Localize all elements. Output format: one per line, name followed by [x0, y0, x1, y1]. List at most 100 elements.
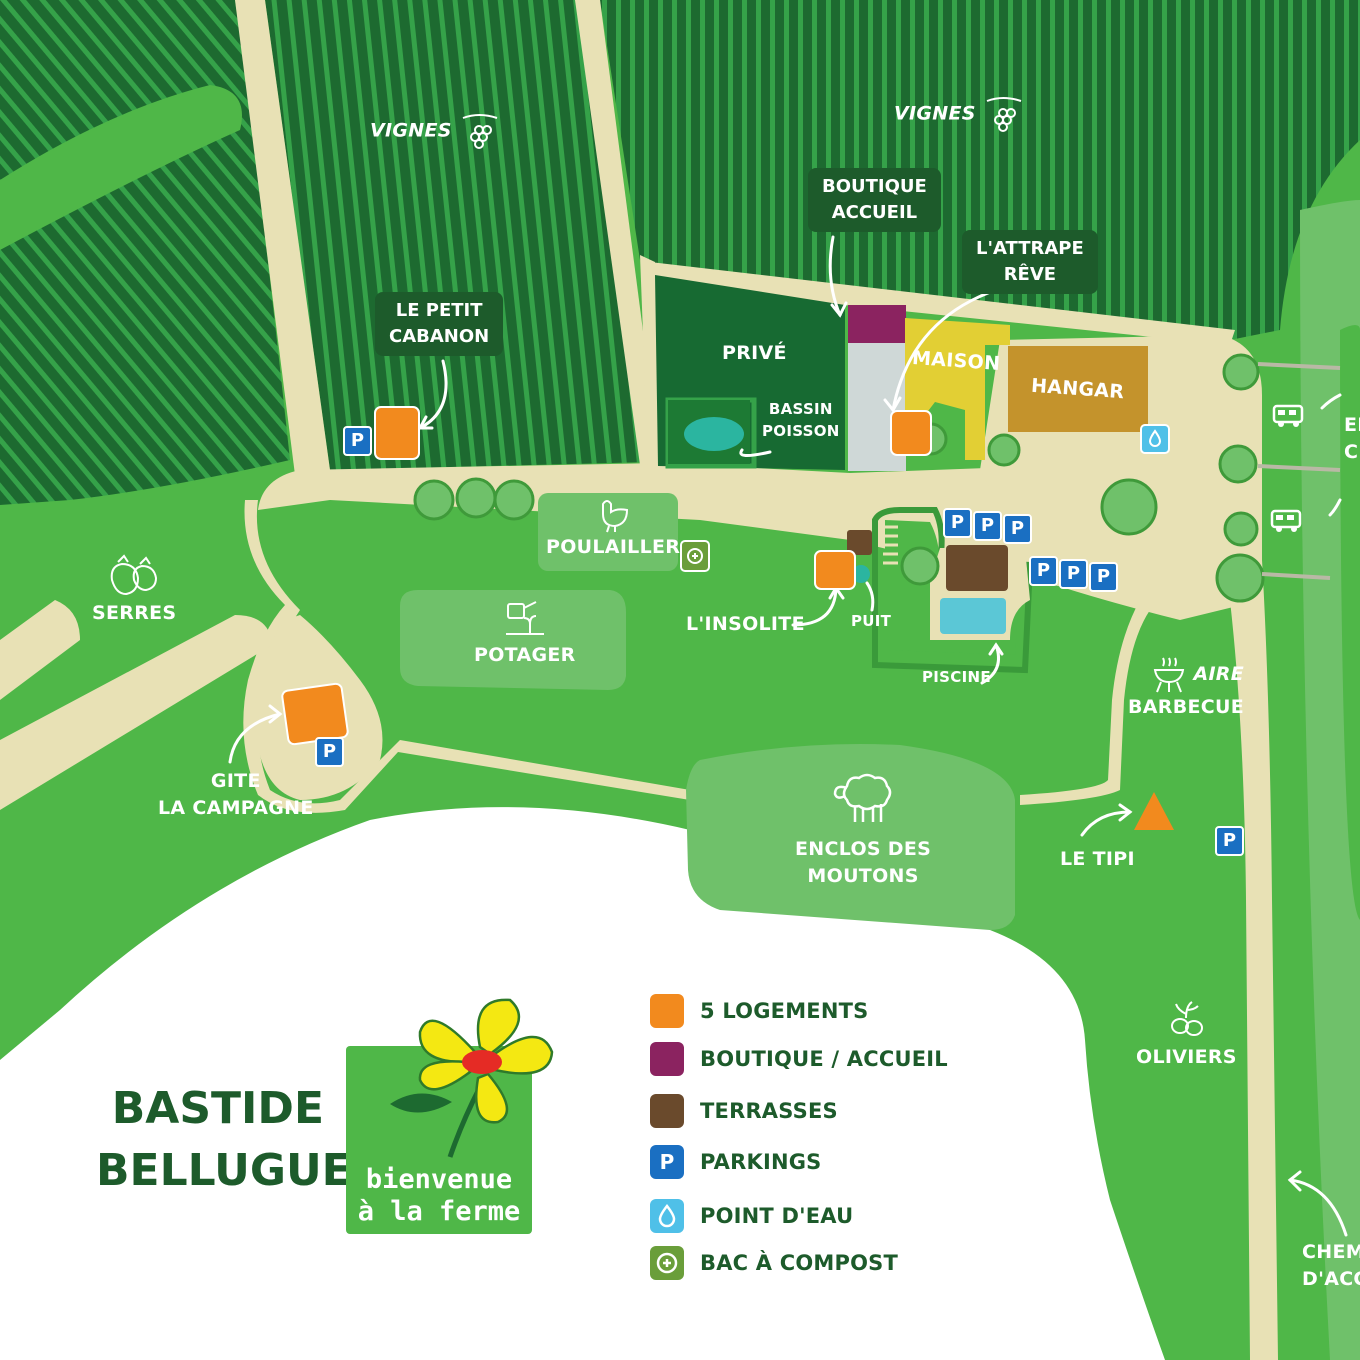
label-prive: PRIVÉ — [722, 342, 787, 364]
logo-line-1: bienvenue — [365, 1164, 513, 1195]
serres-strip-1 — [0, 600, 80, 700]
label-vignes-left: VIGNES — [370, 112, 503, 150]
logement-attrape-reve[interactable] — [890, 410, 932, 456]
label-line: D'ACC — [1302, 1268, 1360, 1290]
legend-item-terrasses: TERRASSES — [650, 1093, 838, 1129]
label-enclos: ENCLOS DES MOUTONS — [795, 766, 931, 890]
legend-item-logements: 5 LOGEMENTS — [650, 993, 868, 1029]
label-line: POTAGER — [474, 644, 576, 666]
legend-swatch — [650, 1094, 684, 1128]
parking-gite[interactable]: P — [315, 737, 344, 767]
barbecue-icon — [1153, 657, 1184, 693]
trees — [413, 353, 1265, 603]
point-eau-hangar[interactable] — [1140, 424, 1170, 454]
tag-line: LE PETIT — [395, 300, 483, 321]
label-bassin-poisson: BASSIN POISSON — [762, 398, 840, 442]
legend-label: BAC À COMPOST — [700, 1251, 898, 1275]
parking-6[interactable]: P — [1089, 562, 1118, 592]
label-line: EN — [1344, 414, 1360, 436]
puit — [852, 565, 870, 583]
hangar-building — [1008, 346, 1148, 432]
label-vignes-right: VIGNES — [894, 95, 1027, 133]
tag-line: ACCUEIL — [831, 202, 918, 223]
label-tipi: LE TIPI — [1060, 848, 1135, 870]
label-line: AIRE — [1128, 654, 1244, 694]
tag-line: BOUTIQUE — [822, 176, 927, 197]
parking-tipi[interactable]: P — [1215, 826, 1244, 856]
parking-2[interactable]: P — [973, 511, 1002, 541]
logo-line-2: à la ferme — [357, 1196, 521, 1227]
label-potager: POTAGER — [474, 596, 576, 669]
compost-icon — [656, 1252, 678, 1274]
parking-4[interactable]: P — [1029, 556, 1058, 586]
piscine-pool — [940, 598, 1006, 634]
serres-strip-2 — [0, 615, 272, 810]
label-gite: GITE LA CAMPAGNE — [158, 768, 314, 822]
bassin — [684, 417, 744, 451]
tag-line: RÊVE — [1003, 264, 1057, 285]
legend-label: POINT D'EAU — [700, 1204, 854, 1228]
grapes-icon — [986, 97, 1021, 132]
label-chemin-cut: CHEM D'ACC — [1302, 1239, 1360, 1293]
legend-label: TERRASSES — [700, 1099, 838, 1123]
vignes-label: VIGNES — [370, 119, 452, 142]
terrasse-insolite — [847, 530, 872, 555]
compost-icon — [687, 548, 703, 564]
legend-swatch-parking: P — [650, 1145, 684, 1179]
legend-label: PARKINGS — [700, 1150, 822, 1174]
label-line: C — [1344, 441, 1359, 463]
tag-petit-cabanon: LE PETIT CABANON — [375, 292, 504, 356]
maison-building — [905, 318, 1010, 460]
vines-right-block — [600, 0, 1360, 340]
label-serres: SERRES — [92, 552, 176, 627]
tipi-icon[interactable] — [1132, 790, 1176, 832]
page-title: BASTIDE BELLUGUE — [96, 1078, 352, 1202]
label-line: LA CAMPAGNE — [158, 797, 314, 819]
terrasse-pool — [946, 545, 1008, 591]
label-line: OLIVIERS — [1136, 1046, 1237, 1068]
label-line: CHEM — [1302, 1241, 1360, 1263]
title-line-1: BASTIDE — [111, 1083, 324, 1134]
camper-van-icon — [1270, 509, 1302, 532]
label-line: POULAILLER — [546, 536, 681, 558]
bbq-line-1: AIRE — [1193, 663, 1245, 685]
legend-label: 5 LOGEMENTS — [700, 999, 869, 1023]
parking-1[interactable]: P — [943, 508, 972, 538]
parking-3[interactable]: P — [1003, 514, 1032, 544]
legend-swatch — [650, 1199, 684, 1233]
strawberry-icon — [110, 554, 158, 596]
water-drop-icon — [1148, 429, 1162, 447]
vines-middle-block — [265, 0, 652, 470]
title-line-2: BELLUGUE — [96, 1145, 352, 1196]
sheep-icon — [833, 773, 892, 822]
logement-insolite[interactable] — [814, 550, 856, 590]
label-line: BARBECUE — [1128, 696, 1245, 718]
label-puit: PUIT — [851, 612, 892, 630]
legend-swatch — [650, 1042, 684, 1076]
parking-5[interactable]: P — [1059, 559, 1088, 589]
label-line: BASSIN — [768, 400, 833, 418]
olive-icon — [1171, 1001, 1204, 1036]
label-line: ENCLOS DES — [795, 838, 932, 860]
tag-boutique-accueil: BOUTIQUE ACCUEIL — [808, 168, 941, 232]
legend-swatch — [650, 994, 684, 1028]
parking-cabanon[interactable]: P — [343, 426, 372, 456]
tag-line: CABANON — [389, 326, 490, 347]
logo-text: bienvenue à la ferme — [346, 1164, 532, 1228]
label-poulailler: POULAILLER — [546, 494, 680, 561]
legend-swatch — [650, 1246, 684, 1280]
label-piscine: PISCINE — [922, 668, 991, 686]
label-line: SERRES — [92, 602, 177, 624]
camper-van-icon — [1272, 404, 1304, 427]
watering-can-icon — [505, 601, 544, 635]
label-oliviers: OLIVIERS — [1136, 996, 1237, 1071]
flower-logo-icon — [390, 998, 554, 1158]
logement-cabanon[interactable] — [374, 406, 420, 460]
vignes-label: VIGNES — [894, 102, 976, 125]
compost-poulailler[interactable] — [680, 540, 710, 572]
label-camping-cut: EN C — [1344, 412, 1360, 466]
grass-strip — [0, 85, 242, 250]
label-line: GITE — [210, 770, 261, 792]
